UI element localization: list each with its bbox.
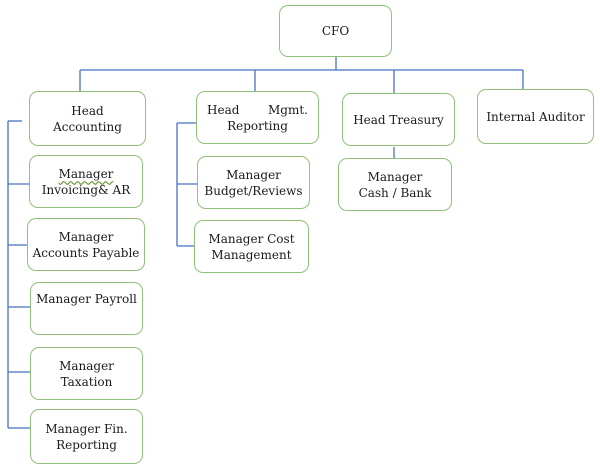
node-label-line2: Taxation — [60, 374, 113, 389]
node-manager-budget-reviews: Manager Budget/Reviews — [197, 156, 310, 209]
node-label-right: Mgmt. — [268, 102, 308, 117]
node-manager-taxation: Manager Taxation — [30, 347, 143, 400]
node-internal-auditor: Internal Auditor — [477, 89, 594, 144]
node-label-line1: Manager — [367, 169, 423, 184]
node-label-left: Head — [207, 102, 240, 117]
node-label-line1: Manager Fin. — [45, 421, 128, 436]
node-label-line2: Reporting — [227, 118, 288, 133]
node-label-line2: Reporting — [56, 437, 117, 452]
node-label-line1: Manager Cost — [208, 231, 295, 246]
node-manager-invoicing-ar: Manager Invoicing& AR — [29, 155, 143, 208]
node-label-line1: Head — [71, 103, 104, 118]
node-label-line1: Manager — [226, 167, 281, 182]
node-manager-accounts-payable: Manager Accounts Payable — [27, 218, 145, 271]
node-label-line2: Accounting — [53, 119, 122, 134]
node-label: CFO — [321, 24, 350, 38]
node-label-line1: Manager — [58, 229, 114, 244]
node-head-mgmt-reporting: Head Mgmt. Reporting — [196, 91, 319, 144]
node-label: Internal Auditor — [486, 109, 585, 124]
node-cfo: CFO — [279, 5, 392, 57]
node-label-line2: Cash / Bank — [358, 185, 432, 200]
node-head-treasury: Head Treasury — [342, 93, 455, 146]
node-label-line1: Manager — [59, 358, 114, 373]
node-manager-payroll: Manager Payroll — [30, 282, 143, 335]
node-head-accounting: Head Accounting — [29, 91, 146, 146]
node-label-line2: Budget/Reviews — [204, 183, 303, 198]
node-label-line2: Management — [211, 247, 292, 262]
node-manager-fin-reporting: Manager Fin. Reporting — [30, 409, 143, 464]
node-manager-cost-management: Manager Cost Management — [194, 220, 309, 273]
node-label-line2: Accounts Payable — [32, 245, 140, 260]
node-label-line1: Manager — [58, 166, 114, 181]
node-label-line2: Invoicing& AR — [41, 182, 131, 197]
node-label: Manager Payroll — [36, 292, 137, 306]
node-manager-cash-bank: Manager Cash / Bank — [338, 158, 452, 211]
node-label: Head Treasury — [353, 112, 444, 127]
